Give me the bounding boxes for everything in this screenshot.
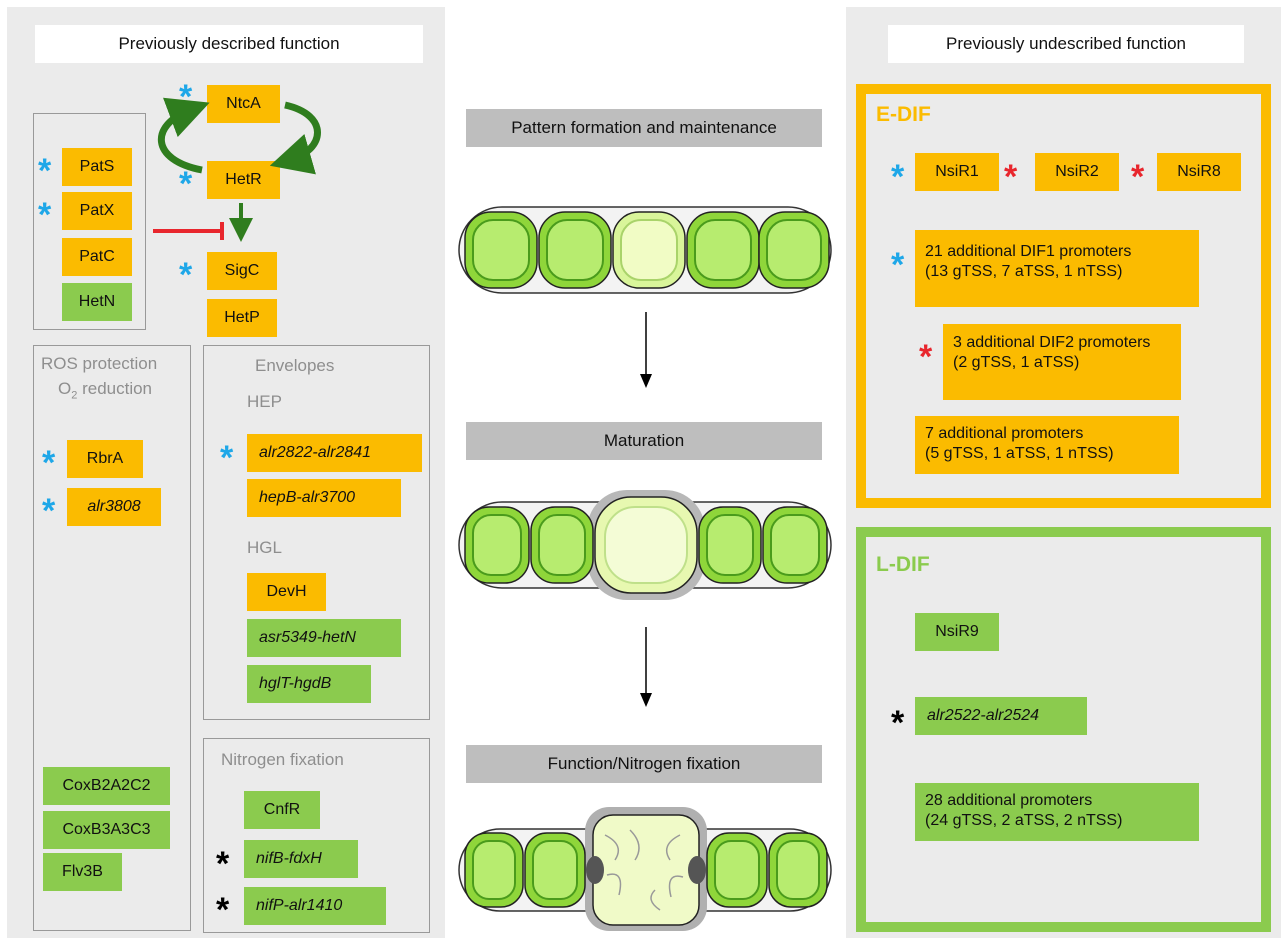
ros-title-line1: ROS protection <box>41 354 158 373</box>
gene-sigc: SigC <box>207 252 277 290</box>
ros-group-outline <box>33 345 191 931</box>
gene-rbra: RbrA <box>67 440 143 478</box>
ldif-add-line2: (24 gTSS, 2 aTSS, 2 nTSS) <box>925 812 1123 829</box>
star-blue-rbra: * <box>42 444 56 482</box>
gene-hetr: HetR <box>207 161 280 199</box>
filament-maturation <box>458 490 832 600</box>
gene-coxb3a3c3: CoxB3A3C3 <box>43 811 170 849</box>
gene-cnfr: CnfR <box>244 791 320 829</box>
pat-group-outline <box>33 113 146 330</box>
star-blue-dif1: * <box>891 246 905 284</box>
star-blue-nsir1: * <box>891 158 905 196</box>
gene-nsir2: NsiR2 <box>1035 153 1119 191</box>
ros-title-sub: 2 <box>71 389 78 402</box>
edif-add-line2: (5 gTSS, 1 aTSS, 1 nTSS) <box>925 445 1114 462</box>
ros-title-suffix: reduction <box>77 379 153 398</box>
right-panel-header: Previously undescribed function <box>888 25 1244 63</box>
star-red-dif2: * <box>919 338 933 376</box>
ros-title-o: O <box>58 379 72 398</box>
ldif-add-line1: 28 additional promoters <box>925 792 1093 809</box>
loop-arrow-left <box>158 97 210 174</box>
gene-pats: PatS <box>62 148 132 186</box>
nitrogen-title: Nitrogen fixation <box>221 750 344 769</box>
dif2-promoters: 3 additional DIF2 promoters (2 gTSS, 1 a… <box>943 324 1181 400</box>
star-blue-pats: * <box>38 152 52 190</box>
filament-vegetative <box>458 206 832 294</box>
envelopes-title: Envelopes <box>255 356 335 375</box>
edif-title: E-DIF <box>876 103 931 126</box>
gene-ntca: NtcA <box>207 85 280 123</box>
stage-maturation: Maturation <box>466 422 822 460</box>
stage-nitrogen-fixation: Function/Nitrogen fixation <box>466 745 822 783</box>
gene-nsir8: NsiR8 <box>1157 153 1241 191</box>
gene-hetn: HetN <box>62 283 132 321</box>
gene-hglt-hgdb: hglT-hgdB <box>247 665 371 703</box>
star-blue-patx: * <box>38 196 52 234</box>
gene-devh: DevH <box>247 573 326 611</box>
gene-nifp-alr1410: nifP-alr1410 <box>244 887 386 925</box>
filament-heterocyst <box>458 807 832 931</box>
star-red-nsir8: * <box>1131 158 1145 196</box>
down-arrow-2 <box>640 627 652 707</box>
gene-coxb2a2c2: CoxB2A2C2 <box>43 767 170 805</box>
edif-additional-promoters: 7 additional promoters (5 gTSS, 1 aTSS, … <box>915 416 1179 474</box>
star-black-nifb: * <box>216 845 230 883</box>
ldif-box <box>856 527 1271 932</box>
down-arrow-1 <box>640 312 652 388</box>
ros-title-line2: O2 reduction <box>58 379 152 401</box>
star-blue-alr3808: * <box>42 492 56 530</box>
nitrogen-group-outline <box>203 738 430 933</box>
dif1-promoters: 21 additional DIF1 promoters (13 gTSS, 7… <box>915 230 1199 307</box>
gene-flv3b: Flv3B <box>43 853 122 891</box>
ldif-additional-promoters: 28 additional promoters (24 gTSS, 2 aTSS… <box>915 783 1199 841</box>
star-black-alr2522: * <box>891 704 905 742</box>
gene-hetp: HetP <box>207 299 277 337</box>
edif-add-line1: 7 additional promoters <box>925 425 1084 442</box>
star-blue-sigc: * <box>179 256 193 294</box>
gene-nsir1: NsiR1 <box>915 153 999 191</box>
loop-arrow-right <box>269 101 321 175</box>
regulation-arrows <box>153 97 321 242</box>
dif2-line1: 3 additional DIF2 promoters <box>953 334 1151 351</box>
gene-patx: PatX <box>62 192 132 230</box>
gene-alr3808: alr3808 <box>67 488 161 526</box>
left-panel-header: Previously described function <box>35 25 423 63</box>
gene-nifb-fdxh: nifB-fdxH <box>244 840 358 878</box>
stage-pattern-formation: Pattern formation and maintenance <box>466 109 822 147</box>
star-blue-hetr: * <box>179 165 193 203</box>
gene-asr5349-hetn: asr5349-hetN <box>247 619 401 657</box>
gene-patc: PatC <box>62 238 132 276</box>
envelopes-group-outline <box>203 345 430 720</box>
edif-box <box>856 84 1271 508</box>
gene-hepb-alr3700: hepB-alr3700 <box>247 479 401 517</box>
gene-alr2822-alr2841: alr2822-alr2841 <box>247 434 422 472</box>
gene-alr2522-alr2524: alr2522-alr2524 <box>915 697 1087 735</box>
dif1-line1: 21 additional DIF1 promoters <box>925 243 1132 260</box>
hgl-label: HGL <box>247 538 282 557</box>
dif2-line2: (2 gTSS, 1 aTSS) <box>953 354 1080 371</box>
star-red-nsir2: * <box>1004 158 1018 196</box>
star-blue-alr2822: * <box>220 439 234 477</box>
ldif-title: L-DIF <box>876 553 930 576</box>
gene-nsir9: NsiR9 <box>915 613 999 651</box>
dif1-line2: (13 gTSS, 7 aTSS, 1 nTSS) <box>925 263 1123 280</box>
hep-label: HEP <box>247 392 282 411</box>
star-black-nifp: * <box>216 891 230 929</box>
